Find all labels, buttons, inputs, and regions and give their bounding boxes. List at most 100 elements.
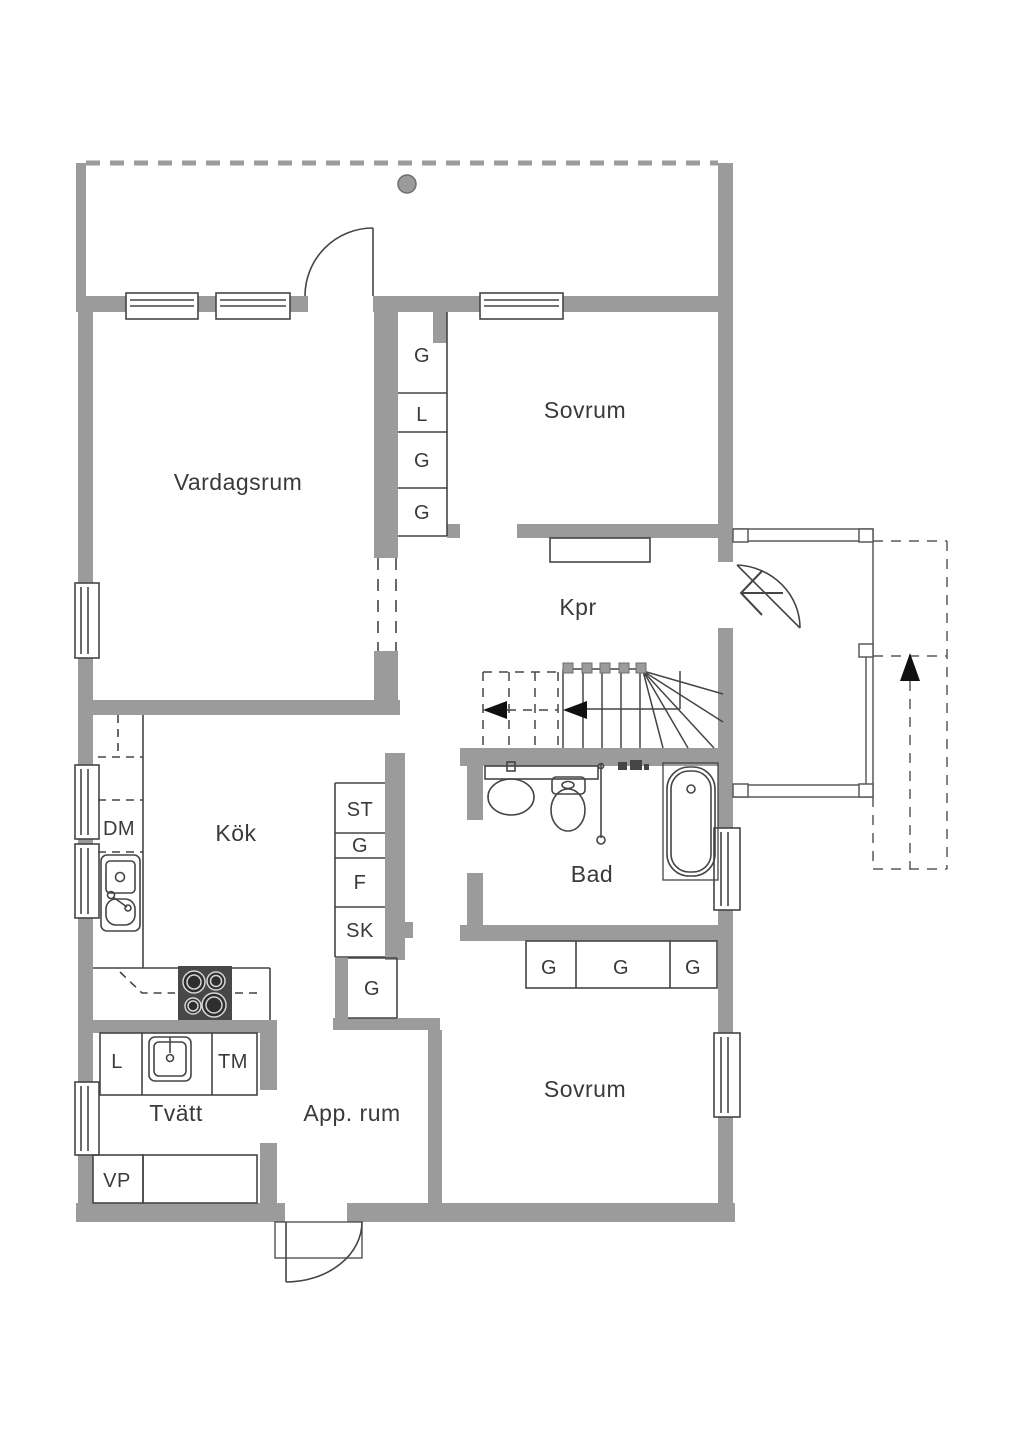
unit-label-dm: DM (103, 818, 135, 840)
laundry (92, 1032, 258, 1204)
shower-rail (596, 762, 606, 845)
window (479, 292, 564, 320)
windows (74, 292, 741, 1156)
overhead-cabinet-dashed (98, 715, 262, 994)
terrace-post (397, 174, 417, 194)
window (74, 582, 100, 659)
entry-door (736, 564, 801, 629)
wall (460, 748, 733, 766)
wall (290, 296, 308, 312)
entry-arrow (739, 570, 783, 616)
terrace-door (304, 227, 374, 297)
unit-label-g: G (352, 835, 368, 857)
doors (274, 227, 801, 1283)
unit-label-vp: VP (103, 1170, 131, 1192)
wall (76, 163, 86, 296)
room-label-sovrum-upper: Sovrum (544, 397, 626, 423)
laundry-counter (99, 1032, 258, 1096)
window (74, 1081, 100, 1156)
wall (718, 296, 733, 562)
wall (405, 922, 413, 938)
window (74, 843, 100, 919)
window (125, 292, 199, 320)
wall (718, 910, 733, 1033)
room-label-app-rum: App. rum (303, 1100, 400, 1126)
wall (718, 628, 733, 828)
wall (428, 1030, 442, 1205)
closet-row-ggg (525, 940, 718, 989)
unit-label-g: G (414, 450, 430, 472)
wall (76, 1203, 285, 1222)
wall (467, 766, 483, 820)
wall (335, 958, 348, 1018)
closet-g-lower (348, 957, 398, 1019)
basin-faucet (506, 761, 516, 772)
wall (467, 873, 483, 940)
wall (78, 296, 93, 583)
labels: Vardagsrum Sovrum Kpr Kök Bad Sovrum Tvä… (103, 345, 701, 1192)
window (215, 292, 291, 320)
exterior-stair-up-arrow (900, 653, 920, 681)
wall (78, 1020, 277, 1033)
unit-label-g: G (685, 957, 701, 979)
wall (563, 296, 733, 312)
wall (373, 296, 480, 312)
kitchen (93, 715, 271, 1020)
wall (198, 296, 216, 312)
laundry-bench (142, 1154, 258, 1204)
terrace (86, 160, 718, 194)
unit-label-g: G (364, 978, 380, 1000)
wall (78, 918, 93, 1082)
vanity-counter (484, 765, 599, 780)
wall (333, 1018, 440, 1030)
wall-opening-dashed (377, 558, 397, 651)
unit-label-f: F (354, 872, 367, 894)
room-label-tvatt: Tvätt (149, 1100, 203, 1126)
mixer-taps (618, 760, 649, 770)
wall (718, 163, 733, 296)
back-door (274, 1221, 363, 1283)
wall (447, 524, 460, 538)
wall (460, 925, 718, 941)
exterior-stair-dashed (872, 540, 948, 870)
wall (78, 700, 400, 715)
porch-posts (732, 528, 874, 798)
closet-column-hall (398, 312, 448, 537)
wall (517, 524, 718, 538)
room-label-vardagsrum: Vardagsrum (174, 469, 303, 495)
stove (178, 966, 232, 1020)
wall (648, 527, 658, 538)
washbasin (487, 778, 535, 816)
room-label-bad: Bad (571, 861, 613, 887)
closet-column-kitchen (334, 782, 385, 958)
stair-arrow (563, 701, 587, 719)
closets (334, 312, 718, 1019)
unit-label-g: G (414, 345, 430, 367)
closet-kpr (549, 537, 651, 563)
unit-label-g: G (541, 957, 557, 979)
toilet (550, 776, 586, 832)
walls (76, 163, 735, 1222)
laundry-sink (148, 1036, 192, 1082)
unit-label-g: G (613, 957, 629, 979)
wall (260, 1143, 277, 1205)
wall (385, 753, 405, 960)
unit-label-g: G (414, 502, 430, 524)
room-label-sovrum-lower: Sovrum (544, 1076, 626, 1102)
room-label-kpr: Kpr (559, 594, 596, 620)
bathtub (662, 762, 719, 881)
window (74, 764, 100, 840)
unit-label-l: L (416, 404, 428, 426)
porch (732, 528, 948, 870)
stairs (482, 662, 724, 749)
wall (433, 312, 447, 343)
stair-arrow (483, 701, 507, 719)
window (713, 1032, 741, 1118)
unit-label-l: L (111, 1051, 123, 1073)
room-label-kok: Kök (215, 820, 256, 846)
kitchen-sink (100, 854, 141, 932)
wall (374, 651, 398, 700)
unit-label-sk: SK (346, 920, 374, 942)
wall (347, 1203, 735, 1222)
